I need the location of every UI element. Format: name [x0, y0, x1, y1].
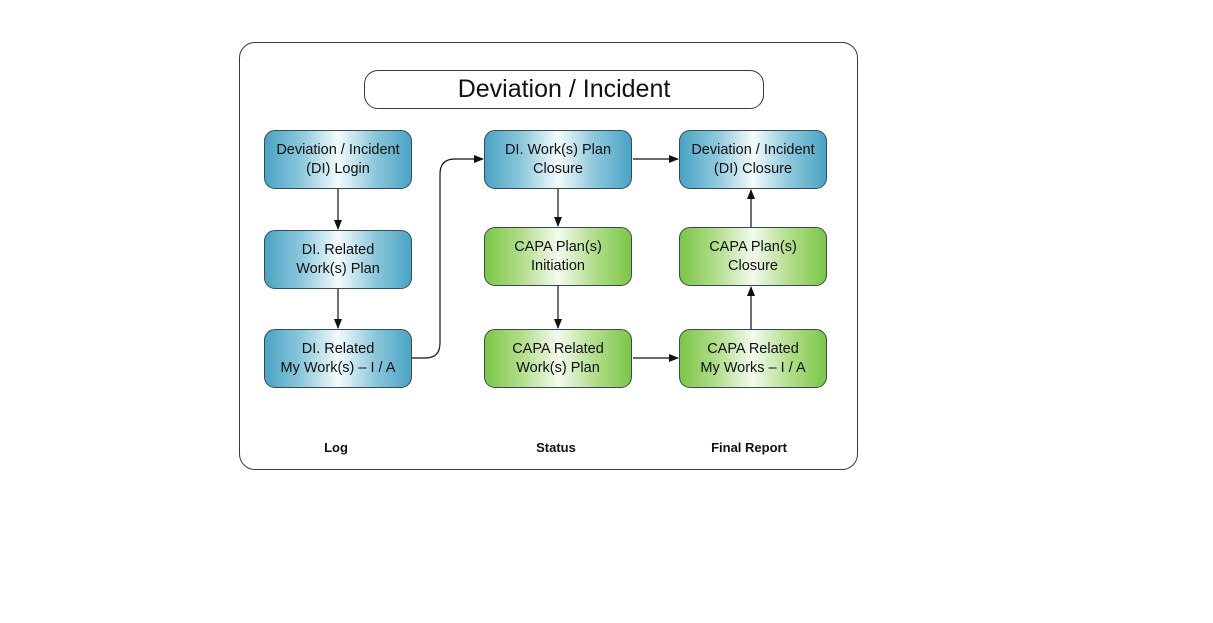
column-label-status: Status [536, 440, 576, 455]
node-capa-related-work-plan: CAPA Related Work(s) Plan [484, 329, 632, 388]
column-label-log: Log [324, 440, 348, 455]
node-capa-plan-closure: CAPA Plan(s) Closure [679, 227, 827, 286]
node-di-login: Deviation / Incident (DI) Login [264, 130, 412, 189]
node-di-related-my-works: DI. Related My Work(s) – I / A [264, 329, 412, 388]
node-di-work-plan-closure: DI. Work(s) Plan Closure [484, 130, 632, 189]
node-di-related-work-plan: DI. Related Work(s) Plan [264, 230, 412, 289]
node-capa-related-my-works: CAPA Related My Works – I / A [679, 329, 827, 388]
node-capa-plan-initiation: CAPA Plan(s) Initiation [484, 227, 632, 286]
node-di-closure: Deviation / Incident (DI) Closure [679, 130, 827, 189]
column-label-final-report: Final Report [711, 440, 787, 455]
diagram-title: Deviation / Incident [364, 70, 764, 109]
